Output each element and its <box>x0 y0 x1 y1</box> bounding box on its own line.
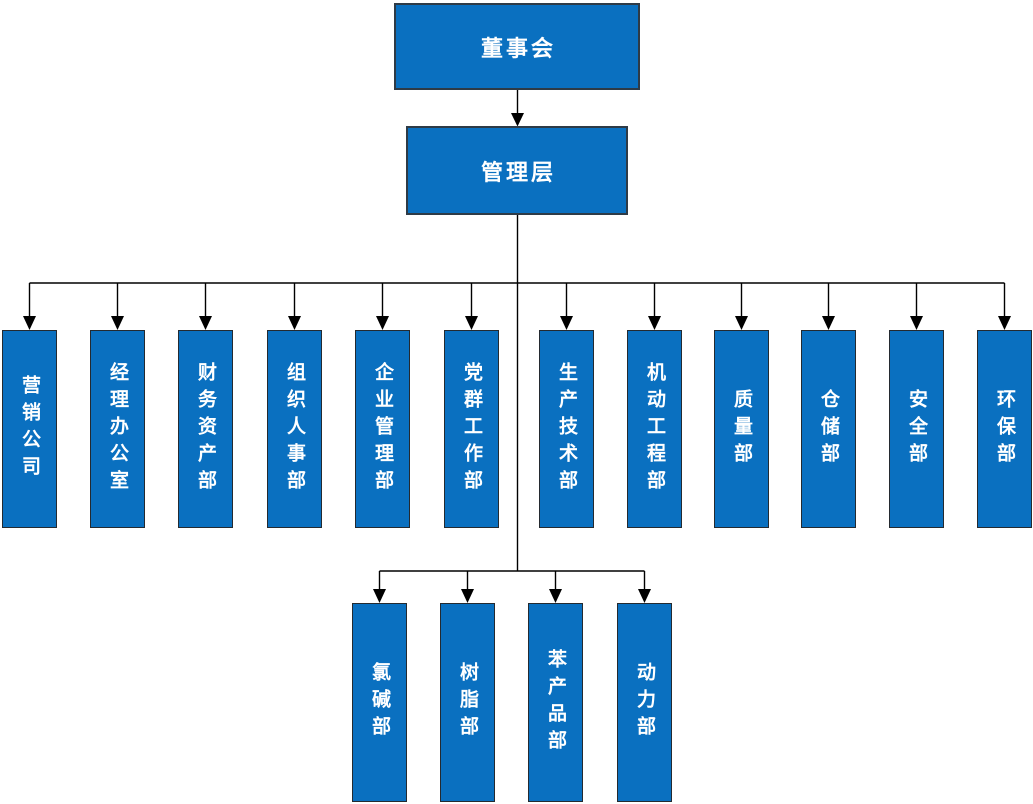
arrow-down-icon <box>735 316 748 330</box>
node-dept-1: 经理办公室 <box>90 330 145 528</box>
node-label: 树脂部 <box>457 662 478 743</box>
node-dept-0: 营销公司 <box>2 330 57 528</box>
node-dept-4: 企业管理部 <box>355 330 410 528</box>
node-label: 营销公司 <box>19 375 40 483</box>
arrow-down-icon <box>822 316 835 330</box>
node-label: 机动工程部 <box>644 361 665 497</box>
arrow-down-icon <box>111 316 124 330</box>
arrow-down-icon <box>465 316 478 330</box>
node-label: 组织人事部 <box>284 361 305 497</box>
node-label: 董事会 <box>480 35 556 61</box>
node-label: 党群工作部 <box>461 361 482 497</box>
arrow-down-icon <box>376 316 389 330</box>
node-label: 环保部 <box>994 388 1015 470</box>
arrow-down-icon <box>638 589 651 603</box>
arrow-down-icon <box>511 113 524 127</box>
node-dept-5: 党群工作部 <box>444 330 499 528</box>
node-dept-3: 组织人事部 <box>267 330 322 528</box>
node-label: 生产技术部 <box>556 361 577 497</box>
node-label: 企业管理部 <box>372 361 393 497</box>
node-label: 经理办公室 <box>107 361 128 497</box>
node-label: 仓储部 <box>818 388 839 470</box>
node-label: 苯产品部 <box>545 648 566 757</box>
arrow-down-icon <box>549 589 562 603</box>
arrow-down-icon <box>23 316 36 330</box>
node-subunit-3: 动力部 <box>617 603 672 802</box>
node-label: 动力部 <box>634 662 655 743</box>
node-subunit-1: 树脂部 <box>440 603 495 802</box>
node-label: 安全部 <box>906 388 927 470</box>
node-label: 财务资产部 <box>195 361 216 497</box>
node-dept-2: 财务资产部 <box>178 330 233 528</box>
arrow-down-icon <box>648 316 661 330</box>
node-label: 质量部 <box>731 388 752 470</box>
node-dept-8: 质量部 <box>714 330 769 528</box>
arrow-down-icon <box>373 589 386 603</box>
arrow-down-icon <box>461 589 474 603</box>
arrow-down-icon <box>910 316 923 330</box>
node-dept-11: 环保部 <box>977 330 1032 528</box>
node-dept-7: 机动工程部 <box>627 330 682 528</box>
arrow-down-icon <box>288 316 301 330</box>
arrow-down-icon <box>998 316 1011 330</box>
node-board: 董事会 <box>394 3 640 90</box>
node-subunit-2: 苯产品部 <box>528 603 583 802</box>
node-subunit-0: 氯碱部 <box>352 603 407 802</box>
node-label: 氯碱部 <box>369 662 390 743</box>
arrow-down-icon <box>560 316 573 330</box>
node-dept-10: 安全部 <box>889 330 944 528</box>
node-dept-9: 仓储部 <box>801 330 856 528</box>
node-management: 管理层 <box>406 126 628 215</box>
node-dept-6: 生产技术部 <box>539 330 594 528</box>
node-label: 管理层 <box>480 159 556 185</box>
arrow-down-icon <box>199 316 212 330</box>
